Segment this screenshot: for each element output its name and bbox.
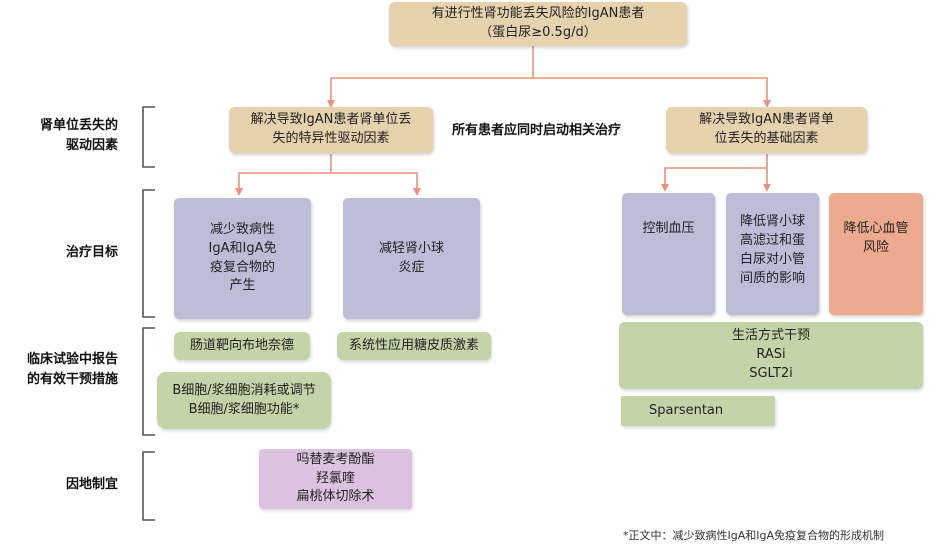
intervention-lifestyle: 生活方式干预 RASi SGLT2i <box>619 322 923 389</box>
bracket-drivers <box>142 106 155 168</box>
row-label-drivers: 肾单位丢失的 驱动因素 <box>39 118 118 153</box>
top-patient-box: 有进行性肾功能丢失风险的IgAN患者 （蛋白尿≥0.5g/d） <box>389 2 687 46</box>
intervention-sparsentan: Sparsentan <box>621 396 775 426</box>
row-label-individual: 因地制宜 <box>65 477 118 492</box>
arrow-left-b <box>331 172 421 196</box>
footnote: *正文中：减少致病性IgA和IgA免疫复合物的形成机制 <box>623 529 885 542</box>
all-patients-note: 所有患者应同时启动相关治疗 <box>452 123 622 138</box>
general-drivers-box: 解决导致IgAN患者肾单 位丢失的基础因素 <box>666 107 867 153</box>
target-blood-pressure: 控制血压 <box>622 193 715 315</box>
target-reduce-inflammation: 减轻肾小球 炎症 <box>343 198 480 319</box>
target-reduce-iga: 减少致病性 IgA和IgA免 疫复合物的 产生 <box>174 198 311 319</box>
intervention-budesonide: 肠道靶向布地奈德 <box>174 332 310 360</box>
target-cv-risk: 降低心血管 风险 <box>829 193 923 315</box>
top-box-line2: （蛋白尿≥0.5g/d） <box>479 25 597 40</box>
intervention-bcell: B细胞/浆细胞消耗或调节 B细胞/浆细胞功能* <box>157 372 331 429</box>
row-label-targets: 治疗目标 <box>65 245 118 260</box>
bracket-targets <box>142 189 155 318</box>
arrow-left-a <box>235 172 331 196</box>
bracket-individual <box>142 451 155 521</box>
arrow-right-a <box>661 167 767 192</box>
bracket-interventions <box>142 327 155 436</box>
intervention-steroids: 系统性应用糖皮质激素 <box>337 332 491 360</box>
top-box-line1: 有进行性肾功能丢失风险的IgAN患者 <box>431 6 645 22</box>
target-hyperfiltration: 降低肾小球 高滤过和蛋 白尿对小管 间质的影响 <box>726 193 819 315</box>
arrow-top-right <box>533 77 771 108</box>
specific-drivers-box: 解决导致IgAN患者肾单位丢 失的特异性驱动因素 <box>229 107 433 153</box>
arrow-top-left <box>327 77 533 108</box>
individualized-options-box: 吗替麦考酚酯 羟氯喹 扁桃体切除术 <box>259 449 412 509</box>
row-label-interventions: 临床试验中报告 的有效干预措施 <box>26 352 118 387</box>
